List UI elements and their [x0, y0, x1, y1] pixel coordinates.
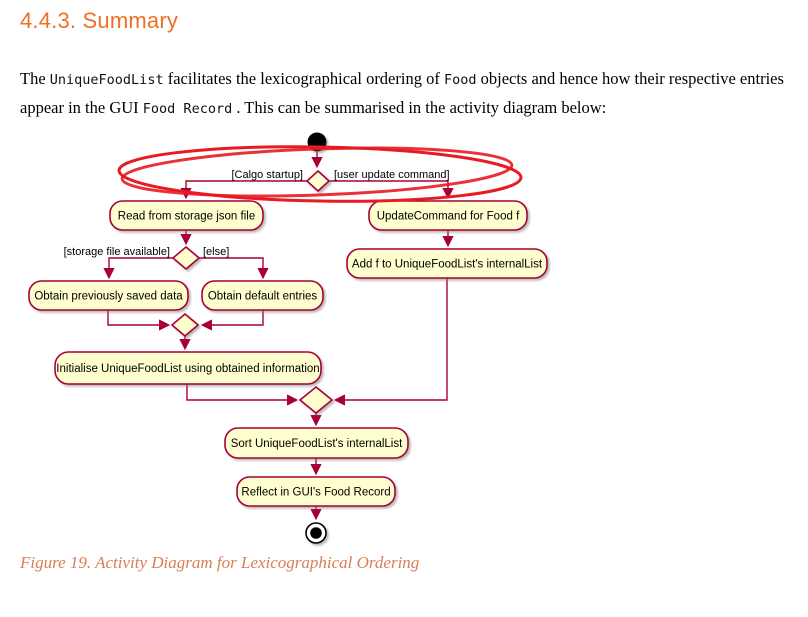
node-label: Sort UniqueFoodList's internalList — [231, 438, 403, 450]
figure-caption: Figure 19. Activity Diagram for Lexicogr… — [20, 553, 420, 572]
activity-node-reflect-gui: Reflect in GUI's Food Record — [236, 476, 396, 507]
edge-storage-else — [199, 257, 269, 280]
section-heading: 4.4.3. Summary — [20, 8, 179, 33]
branch-diamond-top — [305, 169, 331, 193]
edge-branch-right — [329, 180, 454, 200]
edge-storage-available — [103, 257, 173, 280]
final-node — [305, 522, 327, 544]
edge-saved-to-merge — [107, 310, 171, 331]
edge-default-to-merge — [200, 310, 264, 331]
paragraph-text: objects and hence how their respective e… — [20, 68, 784, 117]
paragraph-text: . This can be summarised in the activity… — [232, 97, 607, 117]
guard-label-user-update: [user update command] — [334, 169, 450, 181]
edge-initialise-to-join — [186, 384, 299, 406]
final-node-dot — [310, 527, 322, 539]
activity-node-sort-internal: Sort UniqueFoodList's internalList — [224, 427, 409, 459]
activity-node-read-storage: Read from storage json file — [109, 200, 264, 231]
activity-node-update-command: UpdateCommand for Food f — [368, 200, 528, 231]
annotation-stroke — [117, 145, 523, 203]
activity-node-obtain-default: Obtain default entries — [201, 280, 324, 311]
branch-diamond-storage — [171, 245, 201, 271]
activity-node-add-internal: Add f to UniqueFoodList's internalList — [346, 248, 548, 279]
node-label: Add f to UniqueFoodList's internalList — [352, 259, 543, 271]
activity-node-obtain-saved: Obtain previously saved data — [28, 280, 189, 311]
paragraph-text: The — [20, 68, 50, 88]
node-label: Initialise UniqueFoodList using obtained… — [56, 363, 319, 375]
node-shape — [346, 248, 548, 279]
guard-label-else: [else] — [203, 246, 229, 258]
intro-paragraph: The UniqueFoodList facilitates the lexic… — [20, 65, 800, 123]
node-label: Obtain previously saved data — [34, 291, 183, 303]
guard-label-storage-available: [storage file available] — [64, 246, 170, 258]
annotation-stroke — [120, 146, 514, 198]
node-label: Reflect in GUI's Food Record — [241, 487, 390, 499]
node-label: Read from storage json file — [118, 211, 255, 223]
node-shape — [54, 351, 322, 385]
merge-diamond-main — [298, 385, 334, 415]
inline-code-food: Food — [443, 71, 477, 88]
annotation-ellipse — [117, 145, 523, 203]
paragraph-text: facilitates the lexicographical ordering… — [163, 68, 444, 88]
edge-add-to-join — [333, 278, 448, 406]
merge-diamond-obtain — [170, 312, 200, 338]
activity-node-initialise: Initialise UniqueFoodList using obtained… — [54, 351, 322, 385]
node-shape — [368, 200, 528, 231]
node-shape — [236, 476, 396, 507]
node-label: Obtain default entries — [208, 291, 318, 303]
node-shape — [201, 280, 324, 311]
node-shape — [28, 280, 189, 311]
node-label: UpdateCommand for Food f — [377, 211, 520, 223]
inline-code-uniquefoodlist: UniqueFoodList — [49, 71, 164, 88]
node-shape — [109, 200, 264, 231]
inline-code-food-record: Food Record — [142, 100, 233, 117]
node-shape — [224, 427, 409, 459]
guard-label-calgo-startup: [Calgo startup] — [231, 169, 303, 181]
